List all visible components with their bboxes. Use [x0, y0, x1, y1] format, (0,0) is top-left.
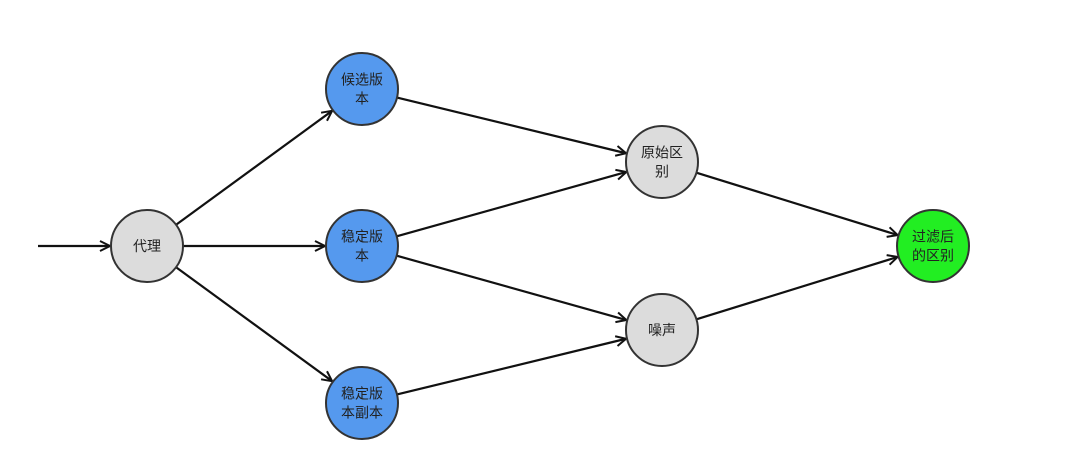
node-label: 稳定版	[341, 387, 383, 403]
node-circle	[625, 125, 699, 199]
node-label: 噪声	[648, 323, 676, 339]
node-circle	[110, 209, 184, 283]
node-circle	[896, 209, 970, 283]
edge-candidate-to-raw-diff	[396, 96, 626, 154]
node-circle	[325, 209, 399, 283]
node-label: 稳定版	[341, 230, 383, 246]
node-label: 本副本	[341, 406, 383, 422]
edge-proxy-to-candidate	[175, 111, 332, 226]
node-noise: 噪声	[625, 293, 699, 367]
edge-stable-copy-to-noise	[396, 339, 626, 396]
edge-stable-to-raw-diff	[396, 172, 627, 238]
edge-proxy-to-stable-copy	[175, 266, 332, 381]
node-label: 别	[655, 165, 669, 181]
node-label: 的区别	[912, 249, 954, 265]
node-label: 过滤后	[912, 230, 954, 246]
node-label: 本	[355, 249, 369, 265]
node-label: 本	[355, 92, 369, 108]
edge-stable-to-noise	[396, 254, 627, 320]
node-label: 原始区	[641, 146, 683, 162]
node-circle	[325, 366, 399, 440]
edge-raw-diff-to-filtered-diff	[696, 171, 897, 235]
node-label: 候选版	[341, 73, 383, 89]
edge-noise-to-filtered-diff	[696, 257, 897, 321]
node-circle	[625, 293, 699, 367]
node-label: 代理	[133, 239, 161, 255]
node-proxy: 代理	[110, 209, 184, 283]
node-circle	[325, 52, 399, 126]
